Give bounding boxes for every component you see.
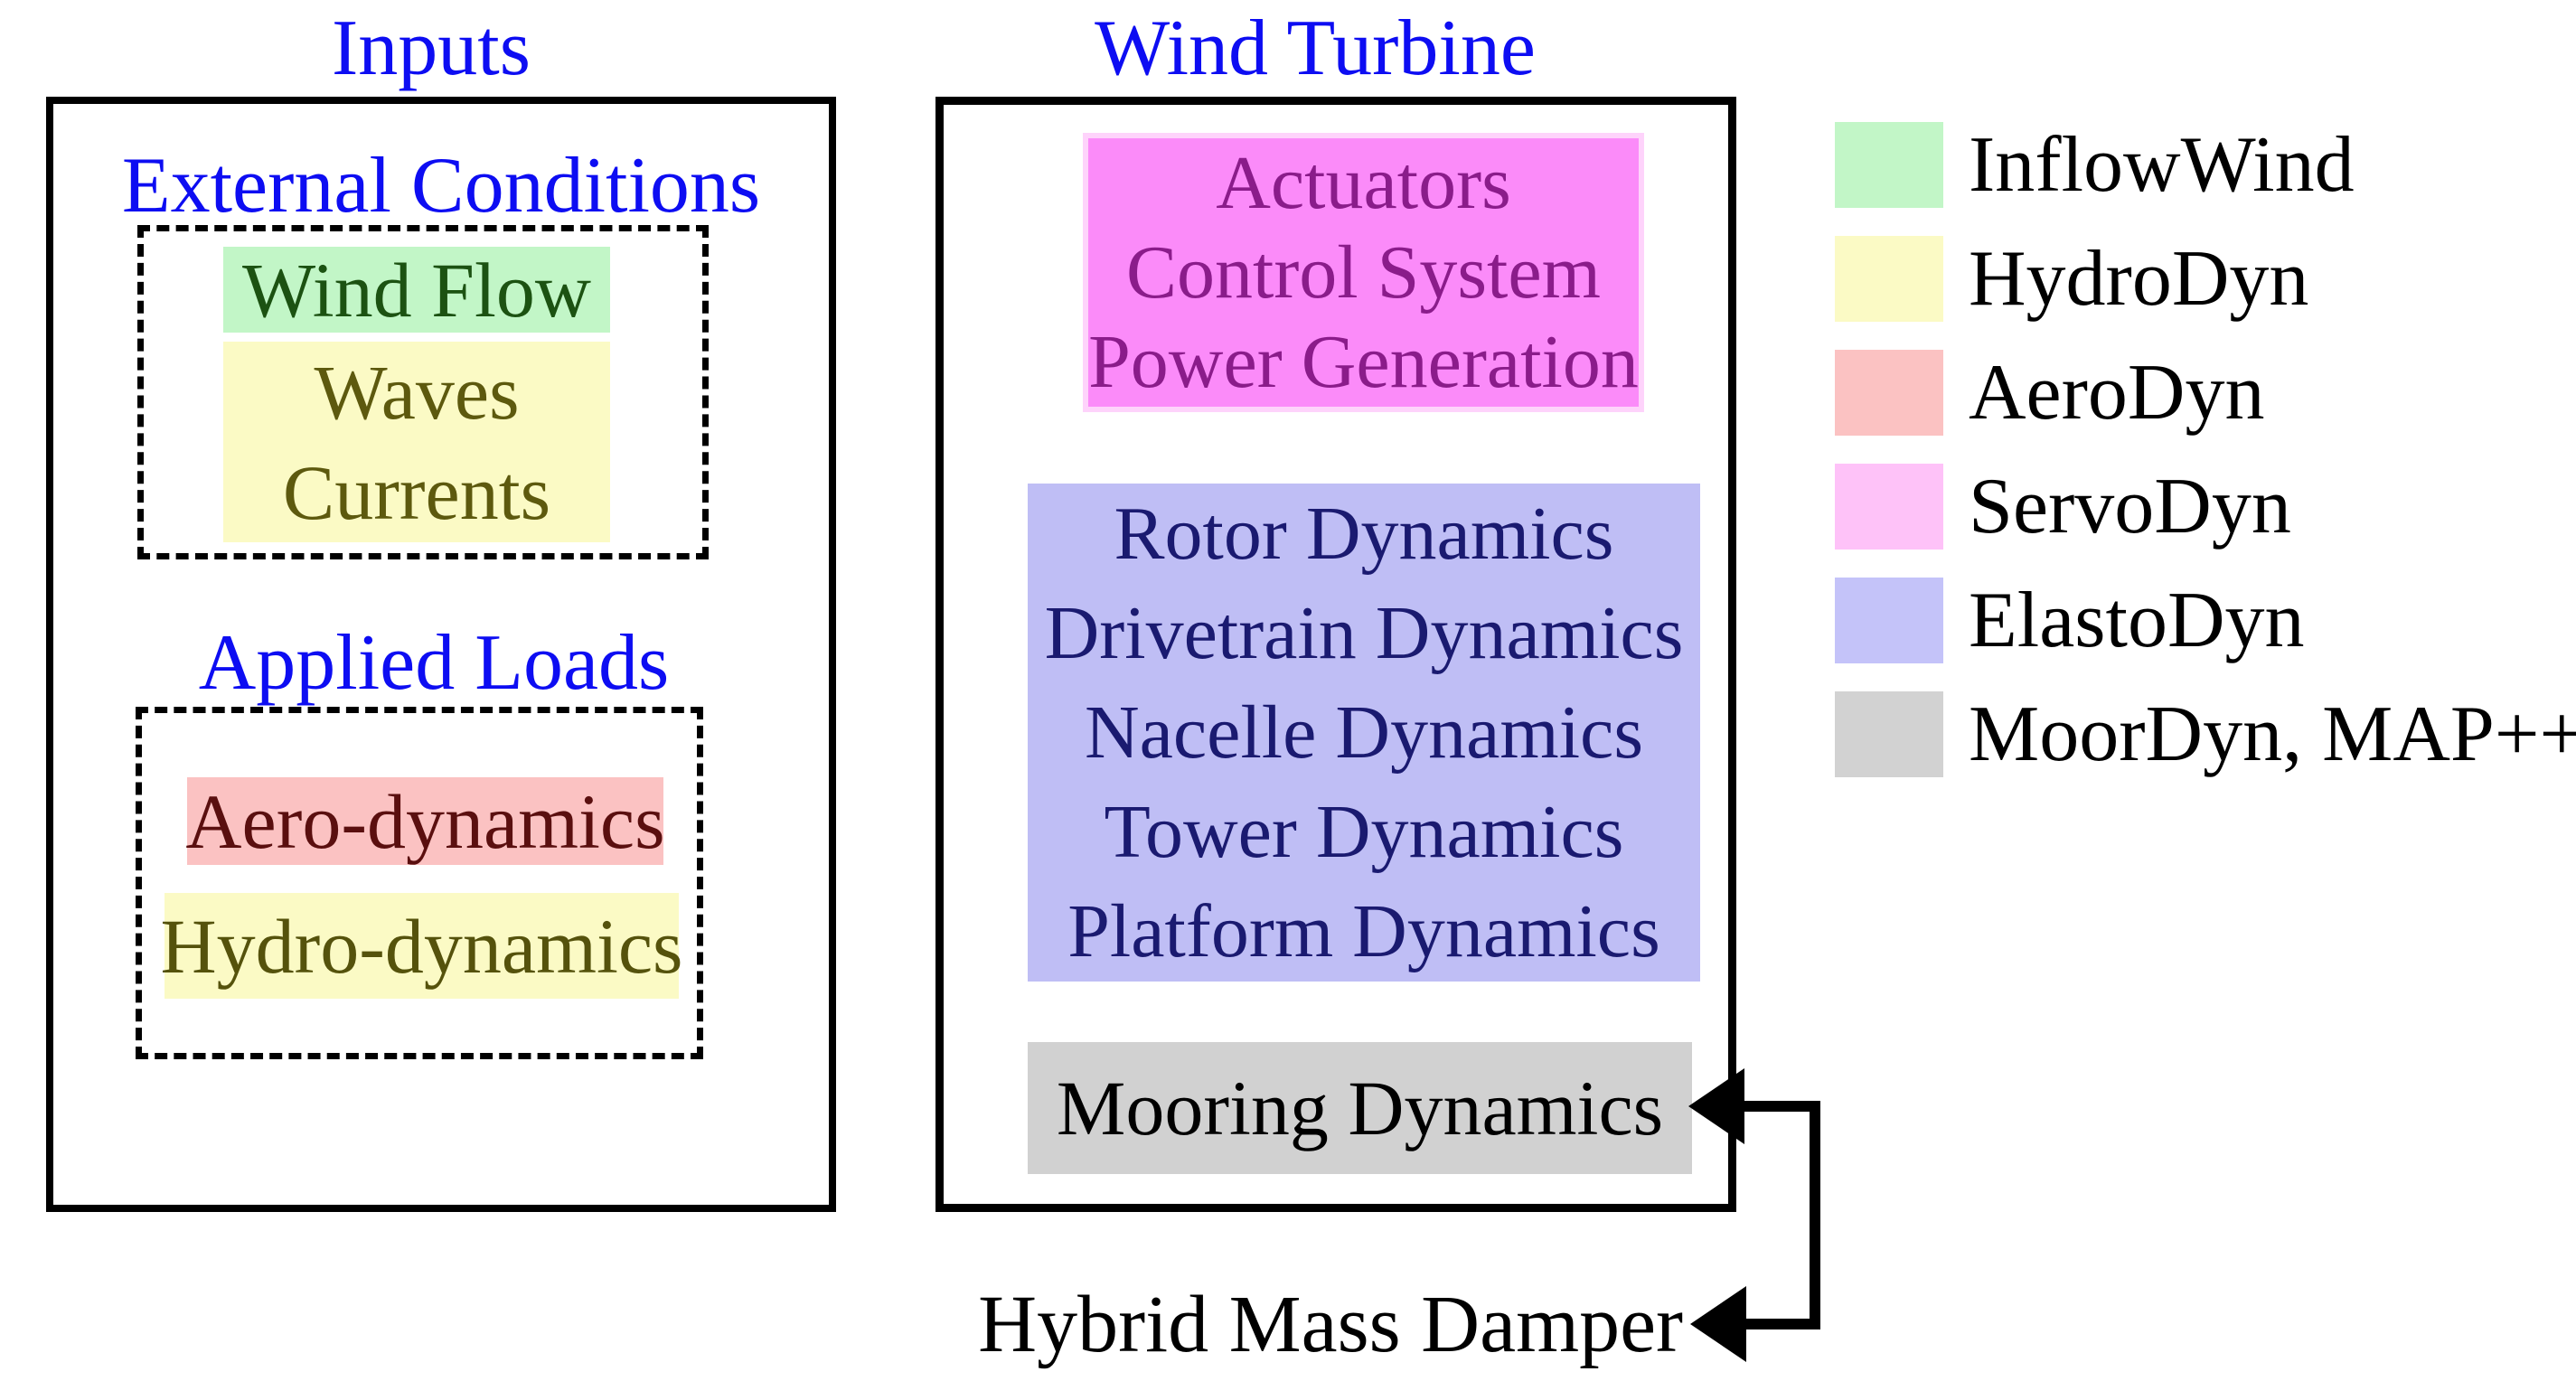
hybrid-mass-damper-label: Hybrid Mass Damper [978, 1280, 1683, 1369]
legend-swatch-moordyn [1835, 691, 1943, 777]
drivetrain-dynamics-label: Drivetrain Dynamics [1044, 590, 1684, 675]
waves-label: Waves [314, 348, 520, 436]
inputs-column-title: Inputs [332, 5, 531, 92]
external-conditions-group-box [137, 225, 709, 559]
legend-swatch-elastodyn [1835, 578, 1943, 663]
hydro-dynamics-box: Hydro-dynamics [161, 893, 683, 999]
legend-swatch-inflowwind [1835, 122, 1943, 208]
aero-dynamics-box: Aero-dynamics [185, 777, 665, 865]
arrow-left-icon [1690, 1286, 1746, 1362]
legend-label-moordyn: MoorDyn, MAP++ [1969, 690, 2576, 778]
nacelle-dynamics-label: Nacelle Dynamics [1084, 690, 1644, 775]
elasto-dynamics-box: Rotor Dynamics Drivetrain Dynamics Nacel… [1028, 484, 1700, 982]
feedback-trunk-line [1810, 1101, 1820, 1329]
legend-label-hydrodyn: HydroDyn [1969, 235, 2309, 323]
legend-label-servodyn: ServoDyn [1969, 463, 2291, 550]
rotor-dynamics-label: Rotor Dynamics [1114, 491, 1614, 576]
currents-label: Currents [282, 448, 551, 536]
legend-label-aerodyn: AeroDyn [1969, 349, 2265, 437]
waves-currents-box: Waves Currents [223, 342, 610, 542]
legend-swatch-aerodyn [1835, 350, 1943, 436]
legend-swatch-hydrodyn [1835, 236, 1943, 322]
legend-swatch-servodyn [1835, 464, 1943, 550]
inputs-panel-box [46, 97, 836, 1212]
mooring-feedback-line [1739, 1101, 1820, 1112]
arrow-left-icon [1688, 1068, 1744, 1144]
applied-loads-heading: Applied Loads [198, 619, 670, 707]
tower-dynamics-label: Tower Dynamics [1104, 790, 1624, 875]
legend-label-elastodyn: ElastoDyn [1969, 577, 2305, 664]
external-conditions-heading: External Conditions [121, 142, 761, 230]
applied-loads-group-box [136, 707, 703, 1059]
wind-turbine-panel-box [935, 97, 1736, 1212]
actuators-label: Actuators [1216, 141, 1511, 225]
platform-dynamics-label: Platform Dynamics [1067, 889, 1660, 974]
servo-control-box: Actuators Control System Power Generatio… [1083, 133, 1644, 412]
damper-feedback-line [1744, 1319, 1820, 1329]
control-system-label: Control System [1125, 230, 1602, 315]
wind-flow-box: Wind Flow [223, 247, 610, 334]
wind-turbine-column-title: Wind Turbine [1095, 5, 1536, 92]
legend-label-inflowwind: InflowWind [1969, 121, 2355, 209]
power-generation-label: Power Generation [1088, 320, 1639, 404]
mooring-dynamics-box: Mooring Dynamics [1028, 1042, 1692, 1174]
